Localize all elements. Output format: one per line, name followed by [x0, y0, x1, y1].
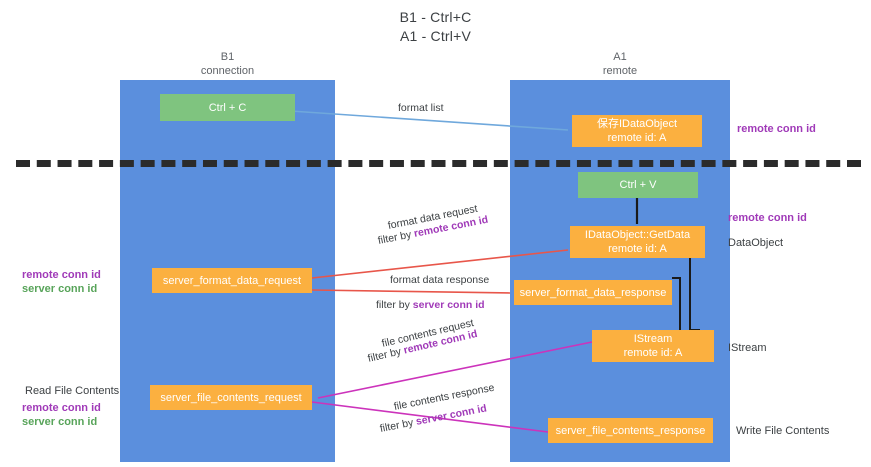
annotation-left-server-conn-id: server conn id — [22, 283, 98, 295]
lane-header-b1-line2: connection — [200, 65, 255, 77]
annotation-right-dataobject: DataObject — [728, 237, 784, 249]
arrow-file-contents-response — [311, 401, 549, 433]
node-server-file-contents-response-label: server_file_contents_response — [555, 424, 706, 437]
annotation-right-write-file-contents: Write File Contents — [736, 425, 830, 437]
node-istream-label: IStream — [633, 333, 673, 345]
arrow-getdata-to-istream — [689, 256, 700, 331]
arrow-format-list — [275, 109, 569, 131]
edge-label-format-list: format list — [398, 102, 444, 114]
arrow-format-data-response — [311, 289, 511, 294]
arrow-file-contents-request — [317, 341, 593, 399]
lane-header-b1-line1: B1 — [220, 51, 235, 63]
node-server-file-contents-request[interactable]: server_file_contents_request — [150, 385, 312, 410]
node-istream[interactable]: IStream remote id: A — [592, 330, 714, 362]
node-ctrl-v[interactable]: Ctrl + V — [578, 172, 698, 198]
lane-header-a1-line1: A1 — [613, 51, 627, 63]
filter-prefix: filter by — [376, 299, 413, 311]
node-ctrl-v-label: Ctrl + V — [619, 179, 657, 191]
node-idataobject-getdata-label: IDataObject::GetData — [584, 229, 691, 241]
node-idataobject-getdata-sublabel: remote id: A — [608, 243, 667, 255]
annotation-right-remote-conn-id-mid: remote conn id — [728, 212, 807, 224]
annotation-left-remote-conn-id: remote conn id — [22, 269, 101, 281]
lane-header-a1-line2: remote — [602, 65, 638, 77]
node-register-idataobject[interactable]: 保存IDataObject remote id: A — [572, 115, 702, 147]
node-register-idataobject-label: 保存IDataObject — [596, 118, 678, 130]
node-idataobject-getdata[interactable]: IDataObject::GetData remote id: A — [570, 226, 705, 258]
annotation-left-read-file-contents: Read File Contents — [25, 385, 120, 397]
node-ctrl-c[interactable]: Ctrl + C — [160, 94, 295, 121]
node-server-format-data-response[interactable]: server_format_data_response — [514, 280, 672, 305]
arrow-format-data-request — [311, 249, 569, 279]
diagram-title-line1: B1 - Ctrl+C — [399, 9, 472, 25]
node-server-format-data-response-label: server_format_data_response — [519, 286, 667, 299]
node-ctrl-c-label: Ctrl + C — [208, 101, 247, 114]
annotation-left-remote-conn-id-2: remote conn id — [22, 402, 101, 414]
node-register-idataobject-sublabel: remote id: A — [607, 132, 667, 144]
annotation-right-remote-conn-id-top: remote conn id — [737, 123, 816, 135]
node-server-file-contents-response[interactable]: server_file_contents_response — [548, 418, 713, 443]
node-istream-sublabel: remote id: A — [623, 347, 683, 359]
node-server-format-data-request[interactable]: server_format_data_request — [152, 268, 312, 293]
annotation-left-server-conn-id-2: server conn id — [22, 416, 98, 428]
edge-label-format-data-response: format data response — [390, 274, 490, 286]
section-divider — [16, 160, 861, 167]
node-server-file-contents-request-label: server_file_contents_request — [160, 391, 302, 404]
diagram-title-line2: A1 - Ctrl+V — [399, 28, 472, 44]
node-server-format-data-request-label: server_format_data_request — [162, 274, 302, 287]
edge-label-format-data-response-filter: filter by server conn id — [376, 298, 485, 312]
annotation-right-istream: IStream — [728, 342, 767, 354]
filter-key-server-conn-id: server conn id — [412, 299, 485, 311]
